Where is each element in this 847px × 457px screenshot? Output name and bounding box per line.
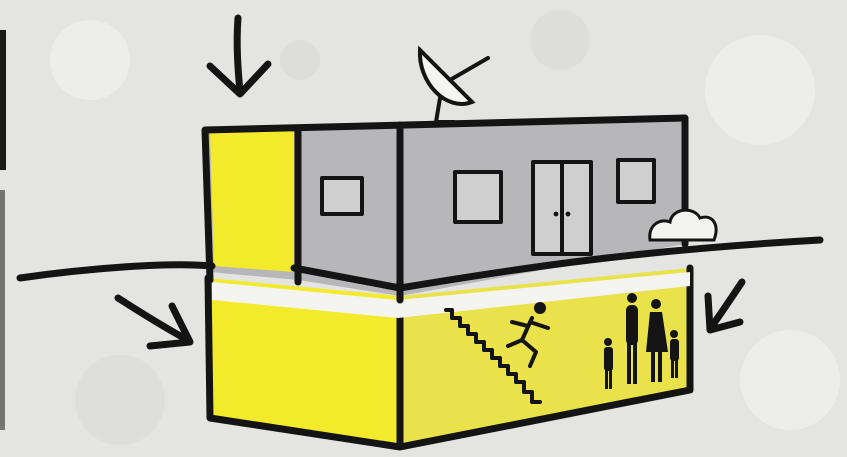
door-handle-left [554, 212, 559, 217]
door-handle-right [566, 212, 571, 217]
window-left [322, 178, 362, 214]
window-center [455, 172, 501, 222]
window-right [618, 160, 654, 202]
house-front-yellow-panel [210, 130, 294, 272]
